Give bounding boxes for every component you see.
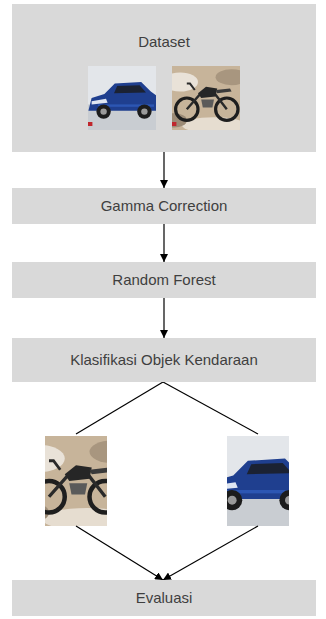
- node-label: Random Forest: [112, 271, 215, 290]
- process-box: Evaluasi: [12, 580, 316, 616]
- flow-arrow: [163, 152, 164, 188]
- node-label: Evaluasi: [136, 589, 193, 608]
- car-image: [88, 66, 162, 130]
- split-line: [163, 382, 258, 434]
- car-image: [202, 436, 315, 526]
- merge-line: [163, 526, 258, 580]
- flow-arrow: [163, 224, 164, 262]
- dataset-box: Dataset: [12, 4, 316, 152]
- merge-line: [76, 526, 163, 580]
- motorbike-image: [13, 436, 135, 531]
- node-label: Dataset: [138, 33, 190, 52]
- node-label: Klasifikasi Objek Kendaraan: [70, 351, 258, 370]
- process-box: Gamma Correction: [12, 188, 316, 224]
- dataset-images: [88, 66, 240, 130]
- split-line: [76, 382, 163, 434]
- node-label: Gamma Correction: [101, 197, 228, 216]
- process-box: Klasifikasi Objek Kendaraan: [12, 338, 316, 382]
- flow-arrow: [163, 298, 164, 338]
- motorbike-image: [161, 66, 240, 130]
- process-box: Random Forest: [12, 262, 316, 298]
